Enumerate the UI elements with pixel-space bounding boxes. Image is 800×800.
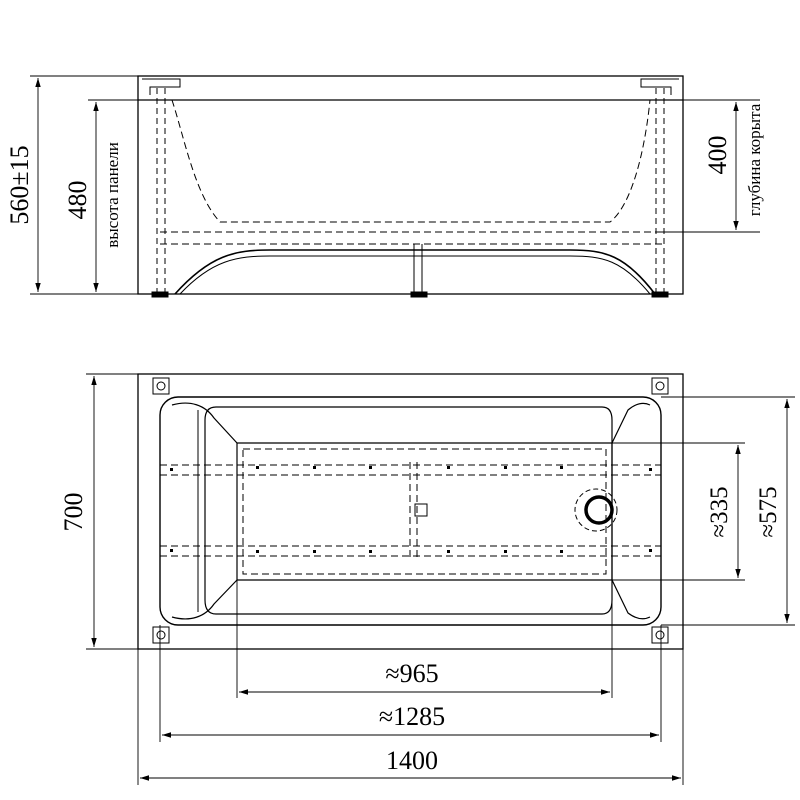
interior-length-label: ≈1285 <box>379 702 445 731</box>
foot-right <box>651 291 669 298</box>
leg-plate-bottom-left <box>152 626 170 644</box>
leg-plate-center <box>414 503 428 517</box>
leg-plate-top-right <box>651 377 669 395</box>
depth-label: глубина корыта <box>745 103 764 216</box>
leg-center <box>413 244 423 292</box>
overall-height-label: 560±15 <box>5 145 34 224</box>
tub-bowl-outline <box>204 406 613 615</box>
foot-center <box>410 291 428 298</box>
rim-bracket-right <box>640 78 679 95</box>
frame-fixings <box>170 466 652 553</box>
side-view-body <box>137 75 684 295</box>
panel-arch <box>174 249 656 295</box>
leg-plate-bottom-right <box>651 626 669 644</box>
rim-width-label: ≈575 <box>755 486 782 537</box>
interior-width-label: ≈335 <box>706 486 733 537</box>
frame-dashed-outline <box>242 448 607 575</box>
side-view <box>137 75 684 298</box>
side-view-dimensions <box>30 75 760 295</box>
bottom-length-label: ≈965 <box>385 659 438 688</box>
panel-arch-inner <box>179 255 651 295</box>
leg-plate-top-left <box>152 377 170 395</box>
leg-left <box>156 88 166 292</box>
drain <box>584 495 614 525</box>
overall-length-label: 1400 <box>386 746 438 775</box>
top-view-dimensions <box>86 373 795 785</box>
width-label: 700 <box>59 493 88 532</box>
drain-outer <box>574 488 618 532</box>
depth-value: 400 <box>703 136 732 175</box>
panel-height-value: 480 <box>63 181 92 220</box>
headrest-curve-left <box>171 402 238 444</box>
foot-left <box>151 291 169 298</box>
corner-chamfer-right-bottom <box>611 579 651 620</box>
top-view-rim <box>137 373 684 650</box>
rim-bracket-left <box>142 78 181 95</box>
top-view-rim-inner <box>159 396 662 626</box>
tub-floor-outline <box>236 442 613 581</box>
top-view <box>137 373 684 650</box>
leg-right <box>655 88 665 292</box>
headrest-curve-left-bottom <box>171 579 238 620</box>
corner-chamfer-right-top <box>611 402 651 444</box>
panel-height-label: высота панели <box>103 142 122 248</box>
tub-interior-profile <box>171 99 651 223</box>
